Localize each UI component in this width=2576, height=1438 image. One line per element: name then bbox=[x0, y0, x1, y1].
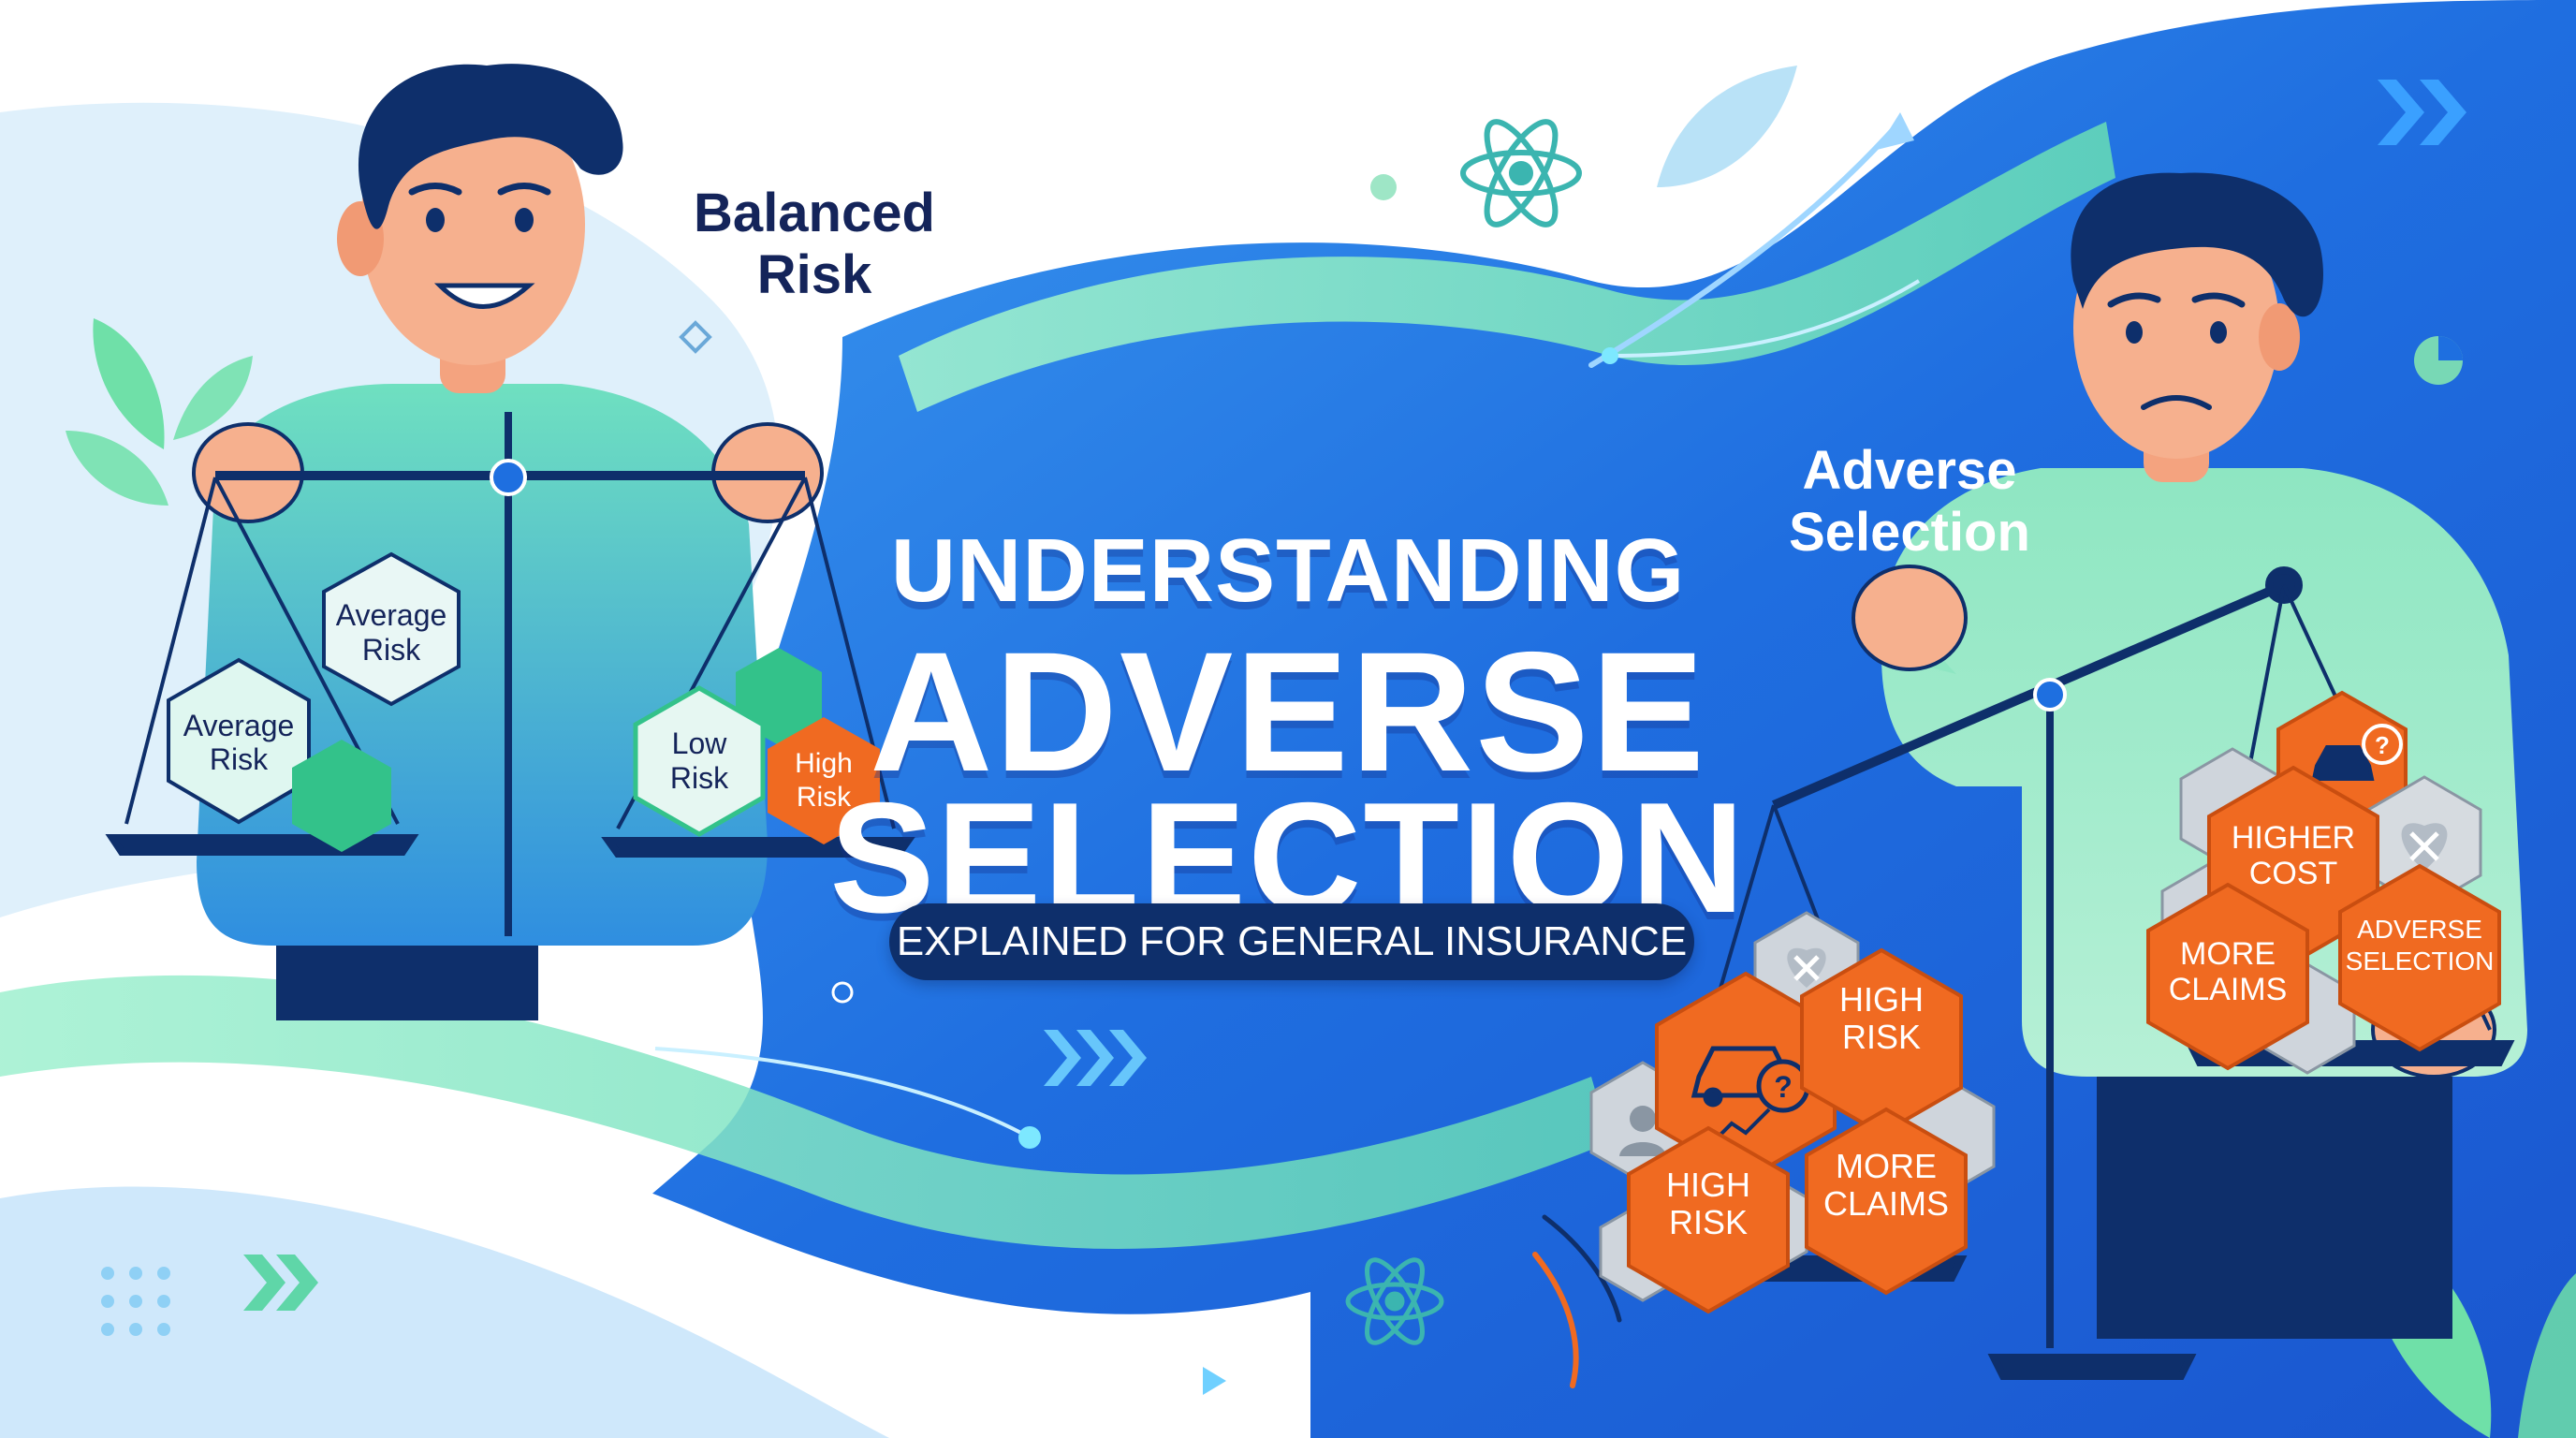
hex-more-claims-lower bbox=[1805, 1107, 1968, 1296]
hex-label: HIGH bbox=[1666, 1166, 1750, 1204]
glow-line-left bbox=[654, 1047, 1031, 1139]
dot-icon-2 bbox=[831, 981, 854, 1004]
hex-heart-x-upper bbox=[2366, 775, 2482, 910]
hex-label: ADVERSE bbox=[2357, 915, 2482, 944]
blue-wave-bottom-left bbox=[0, 1186, 889, 1438]
swoosh-arrowhead bbox=[1877, 112, 1914, 150]
title-line-2: ADVERSE bbox=[870, 616, 1706, 807]
person-right-eyebrow-left bbox=[2107, 292, 2161, 308]
person-right-pants bbox=[2097, 1030, 2452, 1339]
hex-high-risk-lower bbox=[1627, 1125, 1790, 1314]
swoosh-line bbox=[1588, 119, 1903, 368]
hex-high-risk-left bbox=[768, 717, 880, 844]
person-right-face bbox=[2073, 197, 2279, 459]
hex-label: CLAIMS bbox=[1823, 1184, 1949, 1223]
chevrons-icon-top-right bbox=[2378, 80, 2466, 145]
chevrons-icon-middle bbox=[1044, 1030, 1147, 1086]
hex-low-risk bbox=[633, 685, 766, 837]
person-left-eyebrow-right bbox=[497, 183, 551, 196]
orange-motion-mark bbox=[1532, 1252, 1579, 1388]
hex-label: Average bbox=[336, 598, 447, 632]
person-right-eyebrow-right bbox=[2191, 292, 2246, 308]
hex-green-left bbox=[292, 740, 391, 852]
person-right-eye-left bbox=[2126, 321, 2143, 344]
hex-label: Risk bbox=[670, 761, 729, 795]
person-icon bbox=[1619, 1106, 1666, 1156]
hex-label: CLAIMS bbox=[2169, 972, 2288, 1007]
glow-dot-left bbox=[1018, 1126, 1041, 1149]
person-left-eyebrow-left bbox=[408, 183, 462, 196]
mint-wave-top bbox=[899, 122, 2115, 412]
hex-labels: Average Risk Average Risk Low Risk High … bbox=[183, 598, 2495, 1241]
hex-label: Low bbox=[672, 726, 728, 760]
hex-label: RISK bbox=[1842, 1018, 1921, 1056]
hex-label: MORE bbox=[2180, 936, 2276, 972]
subtitle-pill: EXPLAINED FOR GENERAL INSURANCE bbox=[889, 903, 1694, 980]
hex-label: COST bbox=[2249, 856, 2337, 891]
question-mark: ? bbox=[2375, 731, 2390, 759]
hex-more-claims-upper bbox=[2146, 882, 2309, 1071]
hex-label: SELECTION bbox=[2346, 946, 2495, 976]
diamond-icon bbox=[679, 320, 712, 354]
adverse-selection-label-line1: Adverse bbox=[1802, 440, 2017, 501]
hex-label: MORE bbox=[1836, 1147, 1937, 1185]
title-line-1: UNDERSTANDING bbox=[890, 521, 1686, 621]
hex-average-risk-front bbox=[167, 657, 311, 825]
leaf-icon-left bbox=[66, 318, 253, 506]
person-left-hair bbox=[358, 64, 623, 229]
person-right-ear bbox=[2259, 303, 2300, 371]
heart-x-icon-lower bbox=[1787, 947, 1826, 988]
hex-adverse-selection bbox=[2338, 863, 2501, 1052]
dot-icon-1 bbox=[1370, 174, 1397, 200]
person-right-eye-right bbox=[2210, 321, 2227, 344]
pie-chart-icon bbox=[2414, 336, 2463, 385]
hex-label: HIGHER bbox=[2232, 820, 2355, 856]
chevrons-icon-bottom-left bbox=[243, 1255, 318, 1311]
hex-label: HIGH bbox=[1839, 980, 1924, 1019]
hex-label: RISK bbox=[1669, 1203, 1748, 1241]
person-right-frown bbox=[2141, 395, 2212, 410]
adverse-selection-label: Adverse Selection bbox=[1704, 440, 2115, 564]
balanced-risk-label-line2: Risk bbox=[756, 244, 872, 305]
play-icon bbox=[1203, 1367, 1226, 1395]
balanced-risk-label-line1: Balanced bbox=[694, 183, 935, 243]
person-left-smile bbox=[433, 283, 535, 309]
question-badge-upper bbox=[2362, 724, 2403, 765]
person-left-eye-left bbox=[426, 208, 445, 232]
person-left-eye-right bbox=[515, 208, 534, 232]
adverse-selection-label-line2: Selection bbox=[1789, 502, 2030, 563]
hex-label: Average bbox=[183, 709, 295, 742]
hex-label: Risk bbox=[210, 742, 269, 776]
trend-line-icon bbox=[1711, 1108, 1771, 1144]
balanced-risk-label: Balanced Risk bbox=[608, 183, 1020, 306]
mint-wave-bottom bbox=[0, 975, 1610, 1249]
question-mark: ? bbox=[1774, 1070, 1793, 1104]
hex-label: Risk bbox=[362, 633, 421, 667]
glow-line-right bbox=[1609, 279, 1921, 358]
person-right-fist bbox=[1852, 565, 1968, 671]
leaf-icon-top bbox=[1657, 66, 1797, 187]
hex-label: High bbox=[795, 748, 853, 779]
atom-icon-top bbox=[1460, 119, 1582, 227]
hex-average-risk-back bbox=[322, 551, 461, 707]
blue-motion-mark bbox=[1542, 1214, 1622, 1323]
hex-label: Risk bbox=[797, 782, 852, 813]
person-right-hair bbox=[2071, 172, 2323, 317]
dot-grid-icon bbox=[101, 1267, 170, 1336]
glow-dot-right bbox=[1602, 347, 1618, 364]
